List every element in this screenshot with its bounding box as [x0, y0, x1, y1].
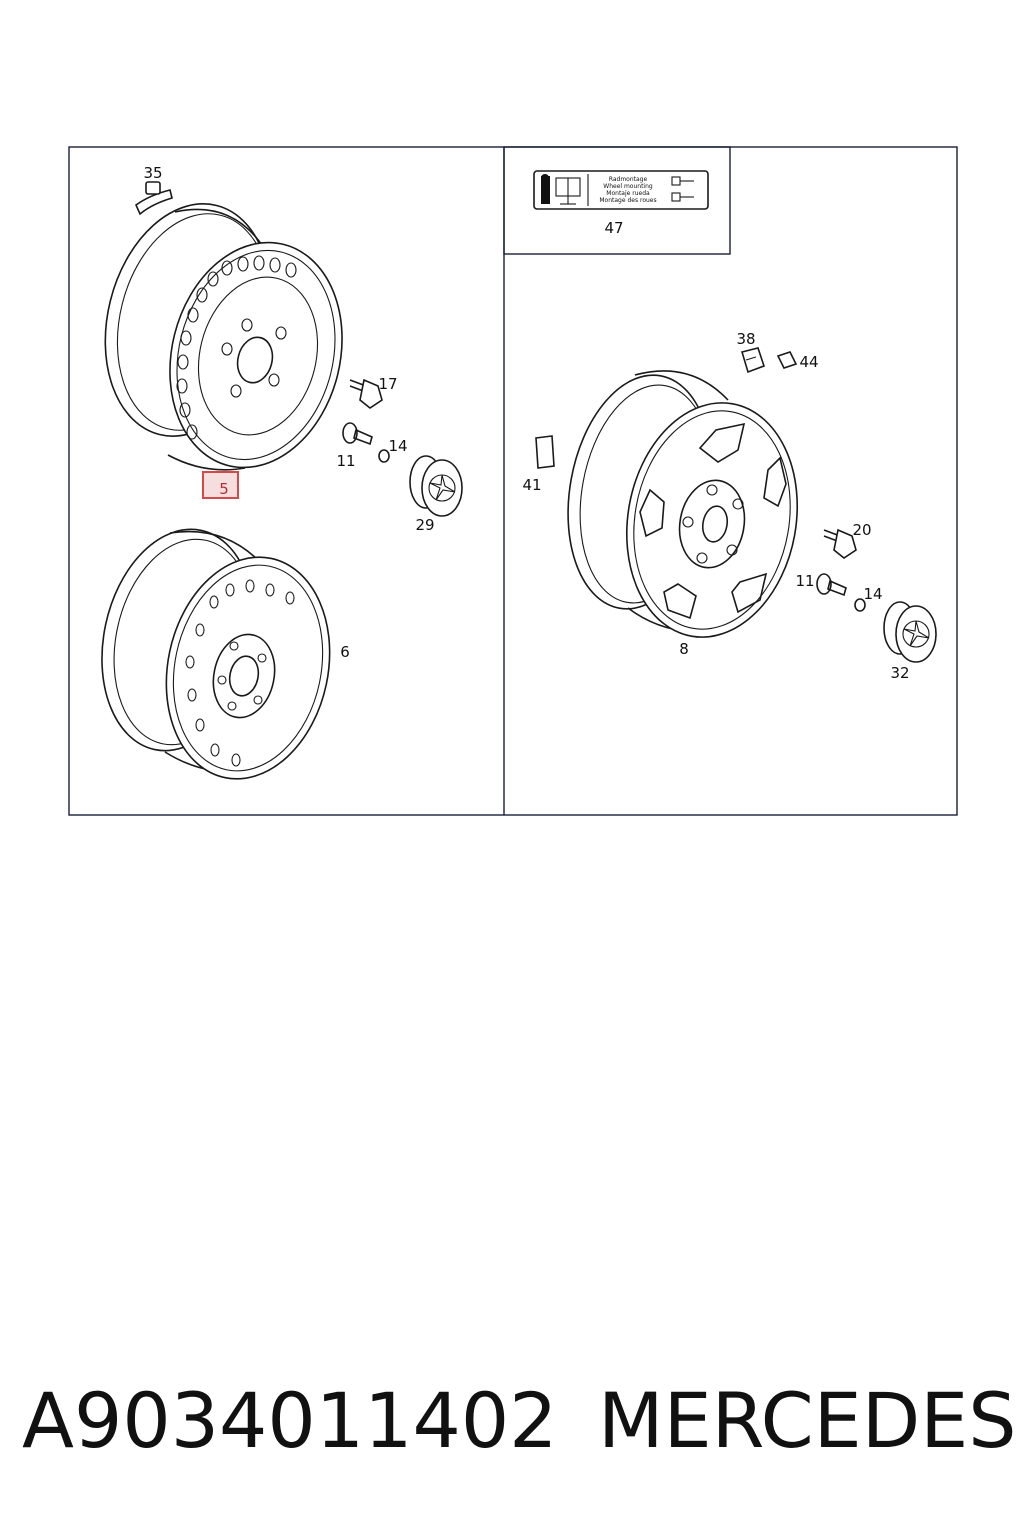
callout-20[interactable]: 20 — [852, 521, 871, 539]
hub-cap-part-29[interactable] — [409, 455, 463, 517]
part-number: A9034011402 — [22, 1376, 558, 1465]
wheel-bolt-part-17[interactable] — [349, 378, 383, 409]
alloy-wheel-part-8[interactable] — [551, 364, 816, 651]
hub-cap-part-32[interactable] — [883, 601, 937, 663]
clip-part-38[interactable] — [740, 347, 766, 374]
steel-wheel-part-5[interactable] — [82, 186, 365, 486]
callout-14-right[interactable]: 14 — [863, 585, 882, 603]
callout-38[interactable]: 38 — [736, 330, 755, 348]
callout-11-right[interactable]: 11 — [795, 572, 814, 590]
callout-41[interactable]: 41 — [522, 476, 541, 494]
callout-highlight-box — [202, 471, 239, 499]
info-label-line: Montaje rueda — [606, 190, 650, 197]
callout-11[interactable]: 11 — [336, 452, 355, 470]
callout-6[interactable]: 6 — [340, 643, 350, 661]
callout-labels: 35 5 17 11 14 29 6 47 38 44 41 20 11 14 … — [143, 164, 909, 682]
brand-name: MERCEDES — [598, 1376, 1017, 1465]
callout-35[interactable]: 35 — [143, 164, 162, 182]
callout-47[interactable]: 47 — [604, 219, 623, 237]
valve-cap-part-14-right[interactable] — [854, 598, 866, 612]
valve-cap-part-14[interactable] — [378, 449, 390, 463]
balance-weight-part-35[interactable] — [135, 181, 173, 216]
callout-8[interactable]: 8 — [679, 640, 689, 658]
callout-14[interactable]: 14 — [388, 437, 407, 455]
callout-5-highlighted[interactable]: 5 — [219, 480, 229, 498]
wheel-bolt-part-20[interactable] — [823, 528, 857, 559]
adhesive-weight-part-41[interactable] — [535, 435, 555, 469]
wheel-mounting-label-part-47[interactable]: Radmontage Wheel mounting Montaje rueda … — [533, 170, 709, 210]
clip-part-44[interactable] — [776, 351, 798, 369]
info-label-line: Wheel mounting — [603, 183, 653, 190]
steel-wheel-part-6[interactable] — [82, 515, 349, 794]
callout-32[interactable]: 32 — [890, 664, 909, 682]
callout-29[interactable]: 29 — [415, 516, 434, 534]
diagram-frame — [68, 146, 958, 816]
info-label-line: Montage des roues — [599, 197, 656, 204]
bolt-icon — [671, 176, 694, 202]
callout-17[interactable]: 17 — [378, 375, 397, 393]
tire-valve-part-11-right[interactable] — [816, 573, 847, 597]
callout-44[interactable]: 44 — [799, 353, 818, 371]
info-label-line: Radmontage — [609, 176, 648, 183]
info-book-icon — [541, 174, 581, 205]
tire-valve-part-11[interactable] — [342, 422, 373, 446]
